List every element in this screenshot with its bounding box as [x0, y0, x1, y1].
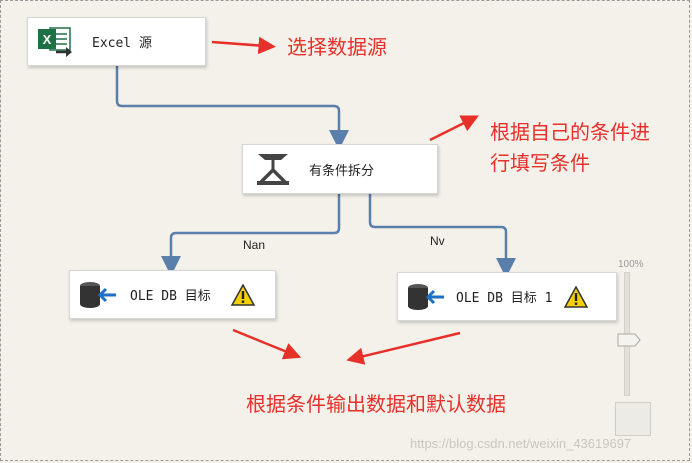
node-excel-source-label: Excel 源 [92, 36, 152, 51]
node-conditional-split[interactable]: 有条件拆分 [242, 144, 438, 194]
ole-db-destination-icon [406, 280, 446, 314]
node-ole-db-destination-1-label: OLE DB 目标 1 [456, 291, 553, 306]
ole-db-destination-icon [78, 278, 118, 312]
connector-split-to-oledb1-nv[interactable] [368, 194, 516, 278]
edge-label-nv: Nv [430, 234, 445, 248]
annotation-arrow-split [429, 115, 479, 142]
edge-label-nan: Nan [243, 238, 266, 252]
node-ole-db-destination-1[interactable]: OLE DB 目标 1 [397, 272, 617, 321]
warning-icon[interactable] [564, 285, 589, 308]
node-excel-source[interactable]: X Excel 源 [27, 17, 206, 66]
conditional-split-icon [253, 150, 293, 188]
annotation-arrow-oledb [232, 328, 302, 360]
annotation-fill-conditions-line2: 行填写条件 [490, 151, 590, 175]
watermark: https://blog.csdn.net/weixin_43619697 [410, 436, 632, 451]
annotation-fill-conditions-line1: 根据自己的条件进 [490, 120, 650, 144]
zoom-slider-thumb[interactable] [617, 333, 641, 347]
annotation-output-data: 根据条件输出数据和默认数据 [246, 392, 506, 416]
annotation-arrow-oledb1 [346, 331, 461, 365]
annotation-arrow-source [211, 36, 276, 55]
zoom-to-fit-button[interactable] [615, 402, 651, 436]
svg-text:X: X [43, 32, 52, 47]
zoom-percent-label: 100% [618, 259, 644, 270]
annotation-select-source: 选择数据源 [287, 35, 387, 59]
node-conditional-split-label: 有条件拆分 [309, 163, 375, 179]
node-ole-db-destination[interactable]: OLE DB 目标 [69, 270, 276, 319]
connector-excel-to-split[interactable] [115, 66, 349, 150]
connector-split-to-oledb-nan[interactable] [161, 194, 341, 276]
node-ole-db-destination-label: OLE DB 目标 [130, 289, 211, 304]
warning-icon[interactable] [230, 283, 255, 306]
excel-source-icon: X [36, 24, 76, 60]
